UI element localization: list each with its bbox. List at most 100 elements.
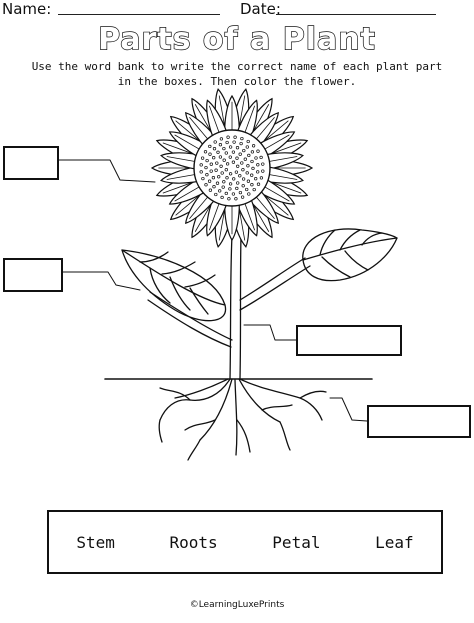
leader-leaf (61, 271, 141, 291)
seed-dot (232, 140, 236, 144)
seed-dot (228, 172, 233, 176)
seed-dot (208, 188, 213, 192)
seed-dot (231, 150, 236, 154)
stem-left-edge (229, 234, 233, 380)
seed-dot (219, 164, 223, 168)
left-leaf-vein (121, 249, 226, 306)
seed-dot (218, 189, 222, 193)
seed-dot (228, 145, 233, 149)
leader-petal (56, 159, 156, 183)
seed-dot (241, 184, 245, 188)
word-leaf: Leaf (375, 532, 414, 552)
seed-dot (232, 177, 236, 181)
seed-dot (240, 161, 244, 165)
seed-dot (245, 187, 249, 192)
seed-dot (235, 146, 240, 150)
seed-dot (213, 140, 217, 144)
instructions: Use the word bank to write the correct n… (31, 60, 443, 88)
seed-dot (228, 187, 232, 191)
seed-dot (234, 197, 238, 201)
seed-dot (247, 153, 251, 158)
seed-dot (207, 179, 212, 183)
seed-dot (220, 195, 224, 200)
label-box-leaf[interactable] (3, 258, 63, 292)
seed-dot (225, 176, 229, 180)
seed-dot (208, 144, 212, 149)
seed-dot (235, 156, 239, 160)
seed-dot (251, 144, 256, 148)
seed-dot (222, 158, 226, 162)
seed-dot (224, 168, 228, 172)
seed-dot (238, 174, 242, 178)
seed-dot (224, 191, 228, 196)
word-roots: Roots (169, 532, 218, 552)
seed-dot (236, 181, 240, 185)
branch-left (149, 291, 233, 341)
seed-dot (238, 152, 242, 156)
seed-dot (246, 139, 250, 144)
left-leaf (121, 249, 227, 322)
word-petal: Petal (272, 532, 321, 552)
sunflower-head (150, 88, 314, 248)
seed-dot (241, 177, 246, 181)
seed-dot (256, 182, 261, 186)
branch-right-2 (239, 265, 311, 311)
stem-right-edge (239, 234, 242, 380)
seed-dot (256, 149, 260, 153)
seed-dot (234, 170, 239, 174)
seed-dot (214, 168, 218, 172)
seed-dot (228, 182, 233, 186)
seed-dot (231, 192, 236, 196)
date-field[interactable] (276, 14, 436, 15)
seed-dot (205, 173, 209, 177)
seed-dot (250, 183, 254, 187)
seed-dot (211, 176, 216, 180)
name-label: Name: (2, 0, 52, 18)
seed-dot (204, 165, 208, 170)
seed-dot (208, 152, 212, 156)
leader-stem (243, 324, 297, 341)
seed-dot (222, 180, 226, 184)
seed-dot (245, 171, 249, 175)
seed-dot (252, 187, 256, 192)
name-field[interactable] (58, 14, 220, 15)
seed-dot (216, 150, 220, 154)
seed-dot (240, 136, 244, 141)
root-3 (234, 379, 238, 456)
label-box-stem[interactable] (296, 325, 402, 356)
seed-dot (236, 164, 240, 168)
seed-dot (217, 175, 221, 179)
seed-dot (199, 170, 203, 174)
seed-dot (246, 179, 251, 183)
seed-dot (218, 143, 223, 147)
seed-dot (212, 185, 216, 189)
label-box-petal[interactable] (3, 146, 59, 180)
seed-dot (261, 162, 265, 166)
seed-dot (209, 169, 213, 173)
page-title: Parts of a Plant (97, 21, 376, 57)
seed-dot (241, 168, 245, 172)
seed-dot (212, 147, 217, 151)
seed-dot (261, 169, 265, 173)
seed-dot (209, 162, 213, 166)
seed-dot (200, 156, 205, 160)
copyright-credit: ©LearningLuxePrints (189, 600, 285, 610)
seed-dot (226, 135, 230, 139)
seed-dot (239, 141, 243, 146)
seed-dot (250, 173, 254, 177)
seed-dot (238, 190, 243, 195)
seed-dot (250, 150, 255, 154)
seed-dot (256, 163, 260, 167)
seed-dot (256, 170, 260, 174)
label-box-roots[interactable] (367, 405, 471, 438)
word-stem: Stem (76, 532, 115, 552)
word-bank: Stem Roots Petal Leaf (47, 510, 443, 574)
right-leaf-vein (302, 237, 398, 261)
seed-dot (235, 186, 239, 191)
seed-dot (243, 157, 247, 161)
seed-dot (231, 160, 236, 164)
seed-dot (215, 181, 220, 185)
seed-dot (242, 148, 246, 153)
seed-dot (227, 197, 231, 201)
